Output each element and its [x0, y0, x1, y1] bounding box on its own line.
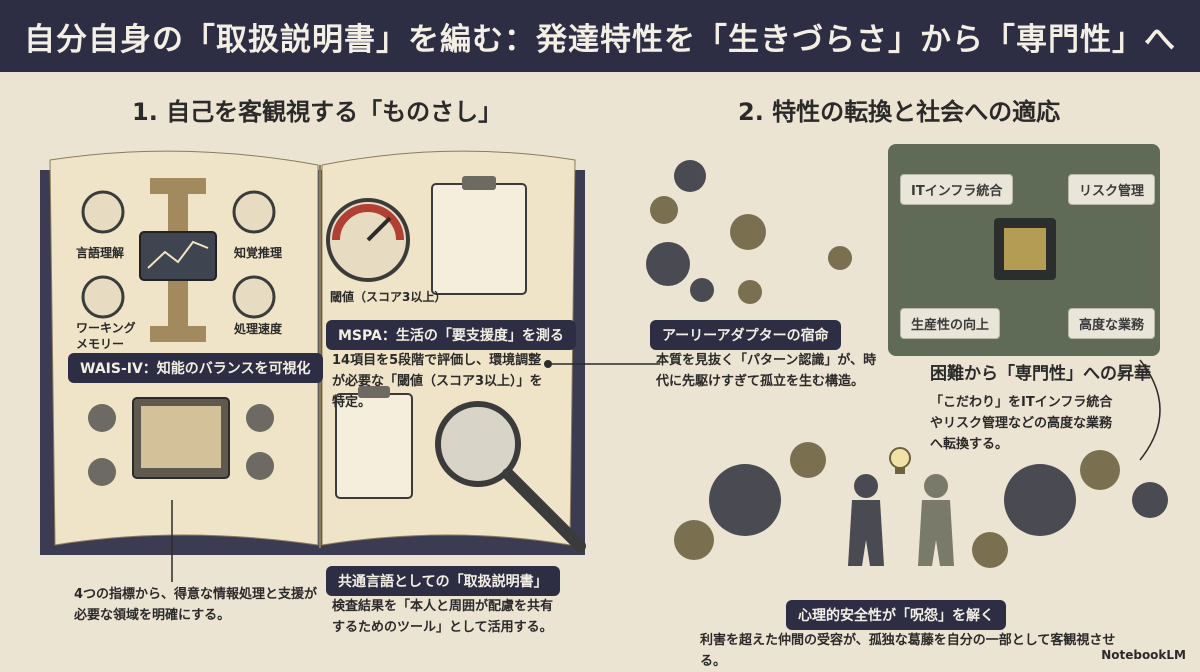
verbal-comprehension-label: 言語理解 — [76, 246, 125, 260]
right-gear-cluster — [646, 160, 852, 304]
working-memory-label: ワーキング メモリー — [76, 321, 136, 351]
bottom-gear-cluster — [674, 442, 1168, 568]
left-gear-icons — [88, 404, 274, 486]
mspa-description: 14項目を5段階で評価し、環境調整が必要な「閾値（スコア3以上）」を特定。 — [332, 353, 543, 410]
chip-it-infra: ITインフラ統合 — [900, 174, 1014, 205]
expertise-description: 「こだわり」をITインフラ統合やリスク管理などの高度な業務へ転換する。 — [930, 395, 1113, 452]
ruler-illustration — [139, 178, 217, 342]
mspa-banner: MSPA：生活の「要支援度」を測る — [326, 320, 576, 350]
expertise-title: 困難から「専門性」への昇華 — [930, 364, 1151, 384]
threshold-gauge — [326, 198, 410, 282]
processing-speed-label: 処理速度 — [234, 322, 283, 336]
curved-arrow — [1139, 359, 1161, 461]
left-section-title: 1. 自己を客観視する「ものさし」 — [132, 98, 503, 126]
perceptual-reasoning-label: 知覚推理 — [234, 246, 283, 260]
manual-banner: 共通言語としての「取扱説明書」 — [326, 566, 560, 596]
chip-advanced-work: 高度な業務 — [1068, 308, 1156, 339]
safety-banner: 心理的安全性が「呪怨」を解く — [786, 600, 1006, 630]
adopter-description: 本質を見抜く「パターン認識」が、時代に先駆けすぎて孤立を生む構造。 — [656, 353, 877, 389]
manual-description: 検査結果を「本人と周囲が配慮を共有するためのツール」として活用する。 — [332, 599, 554, 635]
adopter-banner: アーリーアダプターの宿命 — [650, 320, 841, 350]
clipboard-report — [335, 386, 413, 499]
right-section-title: 2. 特性の転換と社会への適応 — [738, 98, 1061, 126]
gauge-icons — [81, 190, 276, 319]
monitor-illustration — [132, 397, 230, 479]
chip-productivity: 生産性の向上 — [900, 308, 1001, 339]
magnifying-glass — [435, 401, 586, 552]
threshold-label: 閾値（スコア3以上） — [330, 290, 447, 304]
page-title: 自分自身の「取扱説明書」を編む：発達特性を「生きづらさ」から「専門性」へ — [0, 0, 1200, 72]
clipboard-checklist — [431, 176, 527, 295]
brand-logo: NotebookLM — [1101, 648, 1186, 662]
safety-description: 利害を超えた仲間の受容が、孤独な葛藤を自分の一部として客観視させる。 — [700, 633, 1116, 669]
chip-risk-management: リスク管理 — [1068, 174, 1156, 205]
wais-banner: WAIS-IV：知能のバランスを可視化 — [68, 353, 323, 383]
lightbulb-icon — [889, 447, 911, 474]
wais-description: 4つの指標から、得意な情報処理と支援が必要な領域を明確にする。 — [74, 587, 318, 623]
handshake-figures — [848, 474, 954, 566]
